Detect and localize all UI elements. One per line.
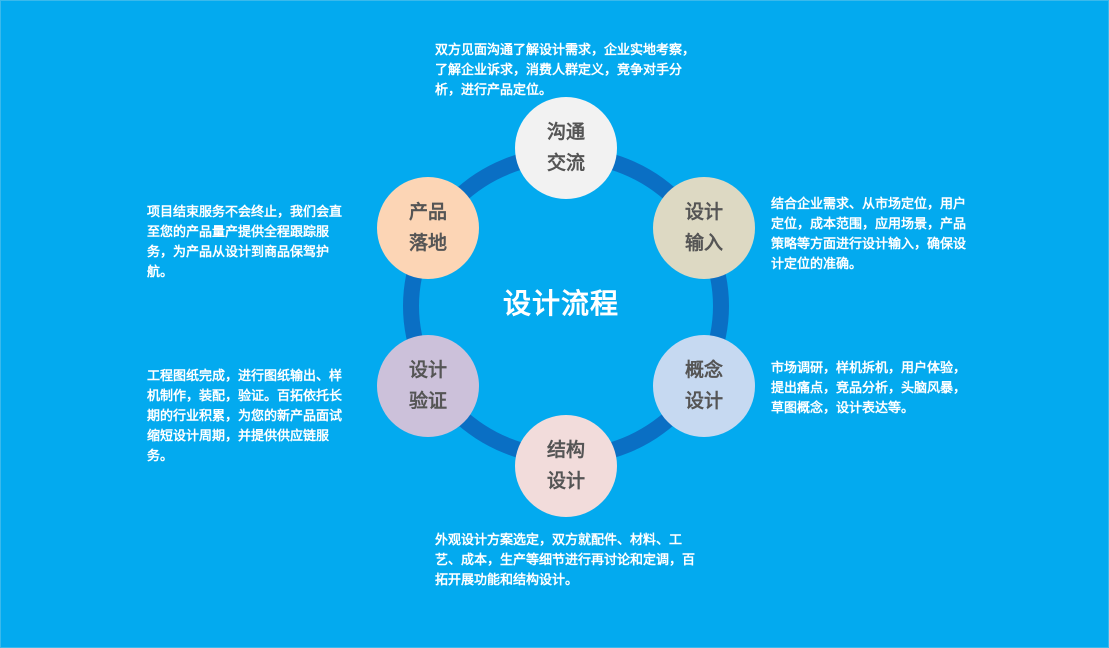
step-label-line2: 设计: [684, 390, 723, 412]
step-label-line1: 设计: [408, 359, 447, 381]
step-label-line2: 设计: [546, 470, 585, 492]
step-node-product-landing: 产品 落地: [377, 177, 479, 279]
step-description-product-landing: 项目结束服务不会终止，我们会直至您的产品量产提供全程跟踪服务，为产品从设计到商品…: [147, 205, 343, 280]
step-description-communication: 双方见面沟通了解设计需求，企业实地考察，了解企业诉求，消费人群定义，竞争对手分析…: [435, 43, 696, 98]
step-label-line1: 设计: [684, 201, 723, 223]
step-node-design-input: 设计 输入: [653, 177, 755, 279]
step-label-line2: 输入: [684, 232, 723, 254]
step-label-line1: 概念: [684, 359, 723, 381]
step-node-concept-design: 概念 设计: [653, 335, 755, 437]
center-title: 设计流程: [502, 287, 619, 320]
step-node-structure-design: 结构 设计: [515, 415, 617, 517]
step-label-line2: 落地: [408, 232, 447, 254]
step-label-line1: 产品: [408, 201, 447, 223]
step-label-line2: 交流: [546, 152, 585, 174]
step-description-design-input: 结合企业需求、从市场定位，用户定位，成本范围，应用场景，产品策略等方面进行设计输…: [771, 197, 967, 272]
step-description-concept-design: 市场调研，样机拆机，用户体验，提出痛点，竞品分析，头脑风暴，草图概念，设计表达等…: [771, 361, 967, 416]
step-label-line2: 验证: [408, 390, 447, 412]
step-description-structure-design: 外观设计方案选定，双方就配件、材料、工艺、成本，生产等细节进行再讨论和定调，百拓…: [435, 533, 696, 588]
step-node-communication: 沟通 交流: [515, 97, 617, 199]
step-label-line1: 沟通: [546, 121, 585, 143]
step-node-design-verification: 设计 验证: [377, 335, 479, 437]
step-label-line1: 结构: [546, 439, 585, 461]
step-description-design-verification: 工程图纸完成，进行图纸输出、样机制作，装配，验证。百拓依托长期的行业积累，为您的…: [147, 369, 343, 464]
